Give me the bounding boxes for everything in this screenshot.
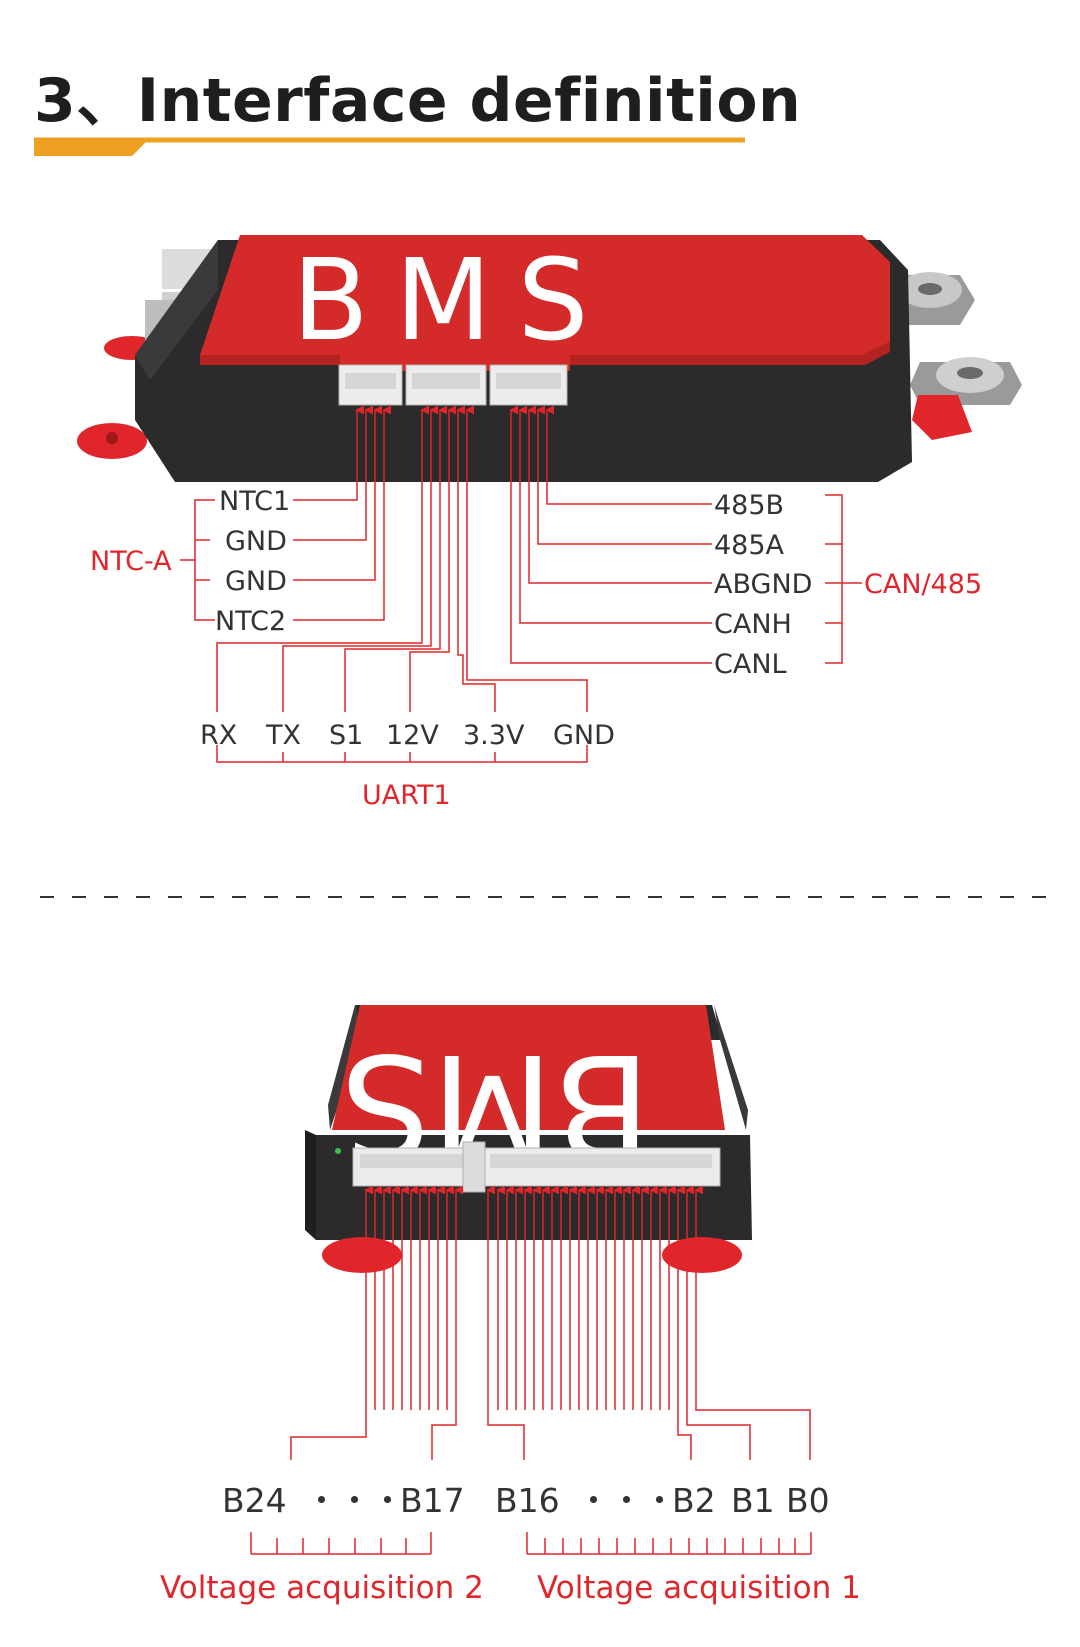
pin-label-rx: RX (200, 720, 237, 751)
pin-label-canl: CANL (714, 649, 787, 680)
cell-label-b16: B16 (495, 1481, 560, 1520)
pin-label-canh: CANH (714, 609, 792, 640)
pin-label-485a: 485A (714, 530, 785, 561)
bms-device-bottom: BMS (305, 1005, 752, 1273)
cell-label-b24: B24 (222, 1481, 287, 1520)
pin-label-tx: TX (265, 720, 301, 751)
pin-label-gnd-uart: GND (553, 720, 615, 751)
balance-connector (335, 1141, 721, 1193)
connector-can (489, 364, 568, 406)
pin-label-ntc2: NTC2 (215, 606, 286, 637)
group-label-voltage-acquisition-2: Voltage acquisition 2 (160, 1570, 484, 1606)
pin-label-485b: 485B (714, 490, 784, 521)
cell-label-b2: B2 (672, 1481, 716, 1520)
bms-logo: BMS (292, 236, 615, 366)
title-underline (34, 137, 745, 156)
group-label-uart1: UART1 (362, 780, 451, 811)
ellipsis-dots-2: ・・・ (305, 1481, 404, 1520)
pin-label-gnd-1: GND (225, 526, 287, 557)
cell-label-b17: B17 (400, 1481, 465, 1520)
connector-uart (405, 364, 487, 406)
bms-device-top: BMS (77, 235, 1022, 482)
pin-label-3v3: 3.3V (463, 720, 525, 751)
cell-label-b1: B1 (731, 1481, 775, 1520)
group-label-ntc-a: NTC-A (90, 546, 172, 577)
pin-label-s1: S1 (329, 720, 363, 751)
page-title: 3、Interface definition (34, 66, 802, 136)
group-label-can-485: CAN/485 (864, 569, 982, 600)
pin-label-12v: 12V (386, 720, 439, 751)
pin-label-ntc1: NTC1 (219, 486, 290, 517)
group-label-voltage-acquisition-1: Voltage acquisition 1 (537, 1570, 861, 1606)
cell-label-b0: B0 (786, 1481, 830, 1520)
connector-ntc (338, 364, 403, 406)
ellipsis-dots-1: ・・・ (577, 1481, 676, 1520)
pin-label-abgnd: ABGND (714, 569, 812, 600)
top-wiring (180, 405, 862, 763)
pin-label-gnd-2: GND (225, 566, 287, 597)
bottom-wiring (250, 1185, 812, 1555)
